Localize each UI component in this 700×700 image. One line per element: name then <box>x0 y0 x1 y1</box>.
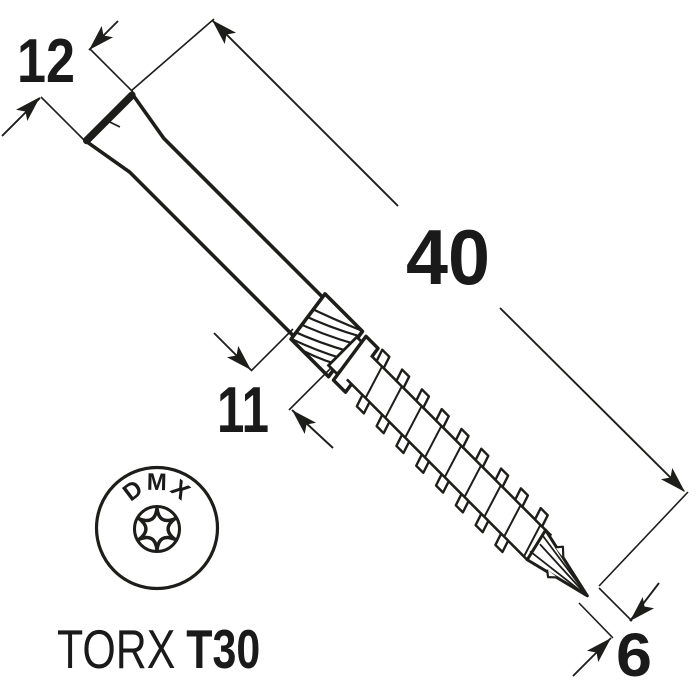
drive-size-value: T30 <box>186 619 260 680</box>
extension-line <box>598 587 633 622</box>
extension-line <box>288 367 332 411</box>
screw-head-and-shank <box>84 92 332 341</box>
dimension-total-length: 40 <box>130 14 691 587</box>
screw-head-facet-line <box>105 119 121 128</box>
extension-line <box>130 18 215 92</box>
drive-system-text: TORX <box>57 619 175 680</box>
tip-crest-upper <box>555 545 565 558</box>
thread-helix-lines <box>365 366 541 556</box>
total-length-value: 40 <box>406 213 490 301</box>
screw-tip <box>525 528 589 598</box>
thread-diameter-value: 6 <box>616 621 652 689</box>
screw-side-view <box>82 91 589 598</box>
screw-collar <box>331 334 380 394</box>
extension-line <box>598 491 689 587</box>
dimension-line <box>211 19 399 207</box>
extension-line <box>40 96 85 141</box>
dimension-shank-section: 11 <box>213 328 334 449</box>
extension-line <box>89 48 134 93</box>
dimension-head-diameter: 12 <box>1 20 134 141</box>
torx-star-icon <box>137 506 177 552</box>
thread-crests-lower <box>355 393 510 554</box>
head-diameter-value: 12 <box>17 27 75 96</box>
thread-core-edge-bottom <box>345 378 529 561</box>
tip-thread-lines <box>529 535 586 595</box>
screw-thread <box>345 348 553 561</box>
screw-head-face <box>82 91 136 145</box>
dimension-thread-diameter: 6 <box>572 582 660 689</box>
extension-line <box>578 602 614 639</box>
thread-crests-upper <box>375 348 549 528</box>
drive-head-view: DMX <box>94 465 220 591</box>
dimension-line <box>499 307 685 492</box>
extension-line <box>250 328 294 372</box>
shank-section-value: 11 <box>217 373 269 446</box>
